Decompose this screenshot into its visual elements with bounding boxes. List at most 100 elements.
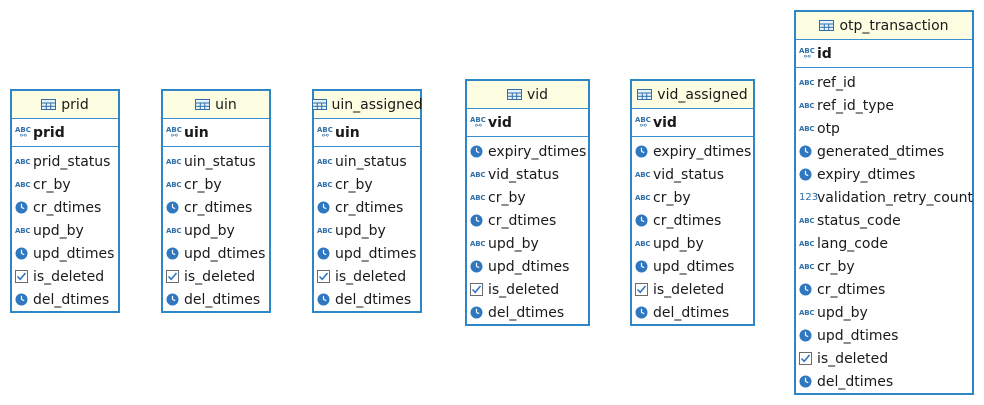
primary-key-row[interactable]: ABC⚯uin	[314, 119, 420, 147]
column-row[interactable]: cr_dtimes	[632, 209, 753, 232]
table-icon	[637, 87, 657, 103]
column-row[interactable]: del_dtimes	[632, 301, 753, 324]
table-name: prid	[61, 96, 89, 113]
column-row[interactable]: is_deleted	[12, 265, 118, 288]
column-name: lang_code	[817, 235, 888, 252]
column-name: upd_dtimes	[817, 327, 899, 344]
column-row[interactable]: is_deleted	[467, 278, 588, 301]
clock-icon	[799, 329, 815, 343]
column-row[interactable]: is_deleted	[796, 347, 972, 370]
column-row[interactable]: is_deleted	[632, 278, 753, 301]
column-row[interactable]: expiry_dtimes	[796, 163, 972, 186]
table-icon	[41, 97, 61, 113]
table-name: uin_assigned	[331, 96, 423, 113]
primary-key-name: id	[817, 45, 832, 62]
column-row[interactable]: upd_dtimes	[467, 255, 588, 278]
text-icon: ABC	[799, 262, 815, 271]
column-row[interactable]: upd_dtimes	[632, 255, 753, 278]
column-name: is_deleted	[488, 281, 560, 298]
column-row[interactable]: cr_dtimes	[12, 196, 118, 219]
column-name: del_dtimes	[33, 291, 110, 308]
column-row[interactable]: upd_dtimes	[796, 324, 972, 347]
table-header: vid	[467, 81, 588, 109]
column-name: validation_retry_count	[817, 189, 974, 206]
clock-icon	[635, 214, 651, 228]
column-row[interactable]: expiry_dtimes	[467, 140, 588, 163]
text-icon: ABC	[799, 308, 815, 317]
column-row[interactable]: expiry_dtimes	[632, 140, 753, 163]
primary-key-row[interactable]: ABC⚯vid	[632, 109, 753, 137]
column-row[interactable]: is_deleted	[314, 265, 420, 288]
checkbox-icon	[470, 283, 486, 297]
column-row[interactable]: del_dtimes	[314, 288, 420, 311]
primary-key-icon: ABC⚯	[15, 125, 31, 140]
primary-key-row[interactable]: ABC⚯vid	[467, 109, 588, 137]
column-name: upd_by	[33, 222, 84, 239]
column-row[interactable]: is_deleted	[163, 265, 269, 288]
clock-icon	[166, 201, 182, 215]
clock-icon	[15, 247, 31, 261]
text-icon: ABC	[635, 193, 651, 202]
column-row[interactable]: cr_dtimes	[314, 196, 420, 219]
clock-icon	[15, 293, 31, 307]
column-row[interactable]: upd_dtimes	[163, 242, 269, 265]
clock-icon	[635, 145, 651, 159]
text-icon: ABC	[470, 239, 486, 248]
column-name: uin_status	[335, 153, 407, 170]
column-name: expiry_dtimes	[653, 143, 752, 160]
column-row[interactable]: upd_dtimes	[314, 242, 420, 265]
primary-key-row[interactable]: ABC⚯id	[796, 40, 972, 68]
column-name: del_dtimes	[335, 291, 412, 308]
primary-key-name: prid	[33, 124, 65, 141]
column-row[interactable]: upd_dtimes	[12, 242, 118, 265]
text-icon: ABC	[15, 180, 31, 189]
checkbox-icon	[799, 352, 815, 366]
clock-icon	[635, 306, 651, 320]
column-row[interactable]: del_dtimes	[796, 370, 972, 393]
column-row[interactable]: cr_dtimes	[163, 196, 269, 219]
column-row[interactable]: cr_dtimes	[467, 209, 588, 232]
primary-key-row[interactable]: ABC⚯prid	[12, 119, 118, 147]
primary-key-name: vid	[653, 114, 677, 131]
table-header: otp_transaction	[796, 12, 972, 40]
primary-key-row[interactable]: ABC⚯uin	[163, 119, 269, 147]
column-name: upd_dtimes	[653, 258, 735, 275]
column-row[interactable]: del_dtimes	[163, 288, 269, 311]
column-row[interactable]: cr_dtimes	[796, 278, 972, 301]
column-row[interactable]: del_dtimes	[467, 301, 588, 324]
column-row[interactable]: generated_dtimes	[796, 140, 972, 163]
column-name: cr_dtimes	[33, 199, 102, 216]
text-icon: ABC	[15, 226, 31, 235]
column-row[interactable]: del_dtimes	[12, 288, 118, 311]
